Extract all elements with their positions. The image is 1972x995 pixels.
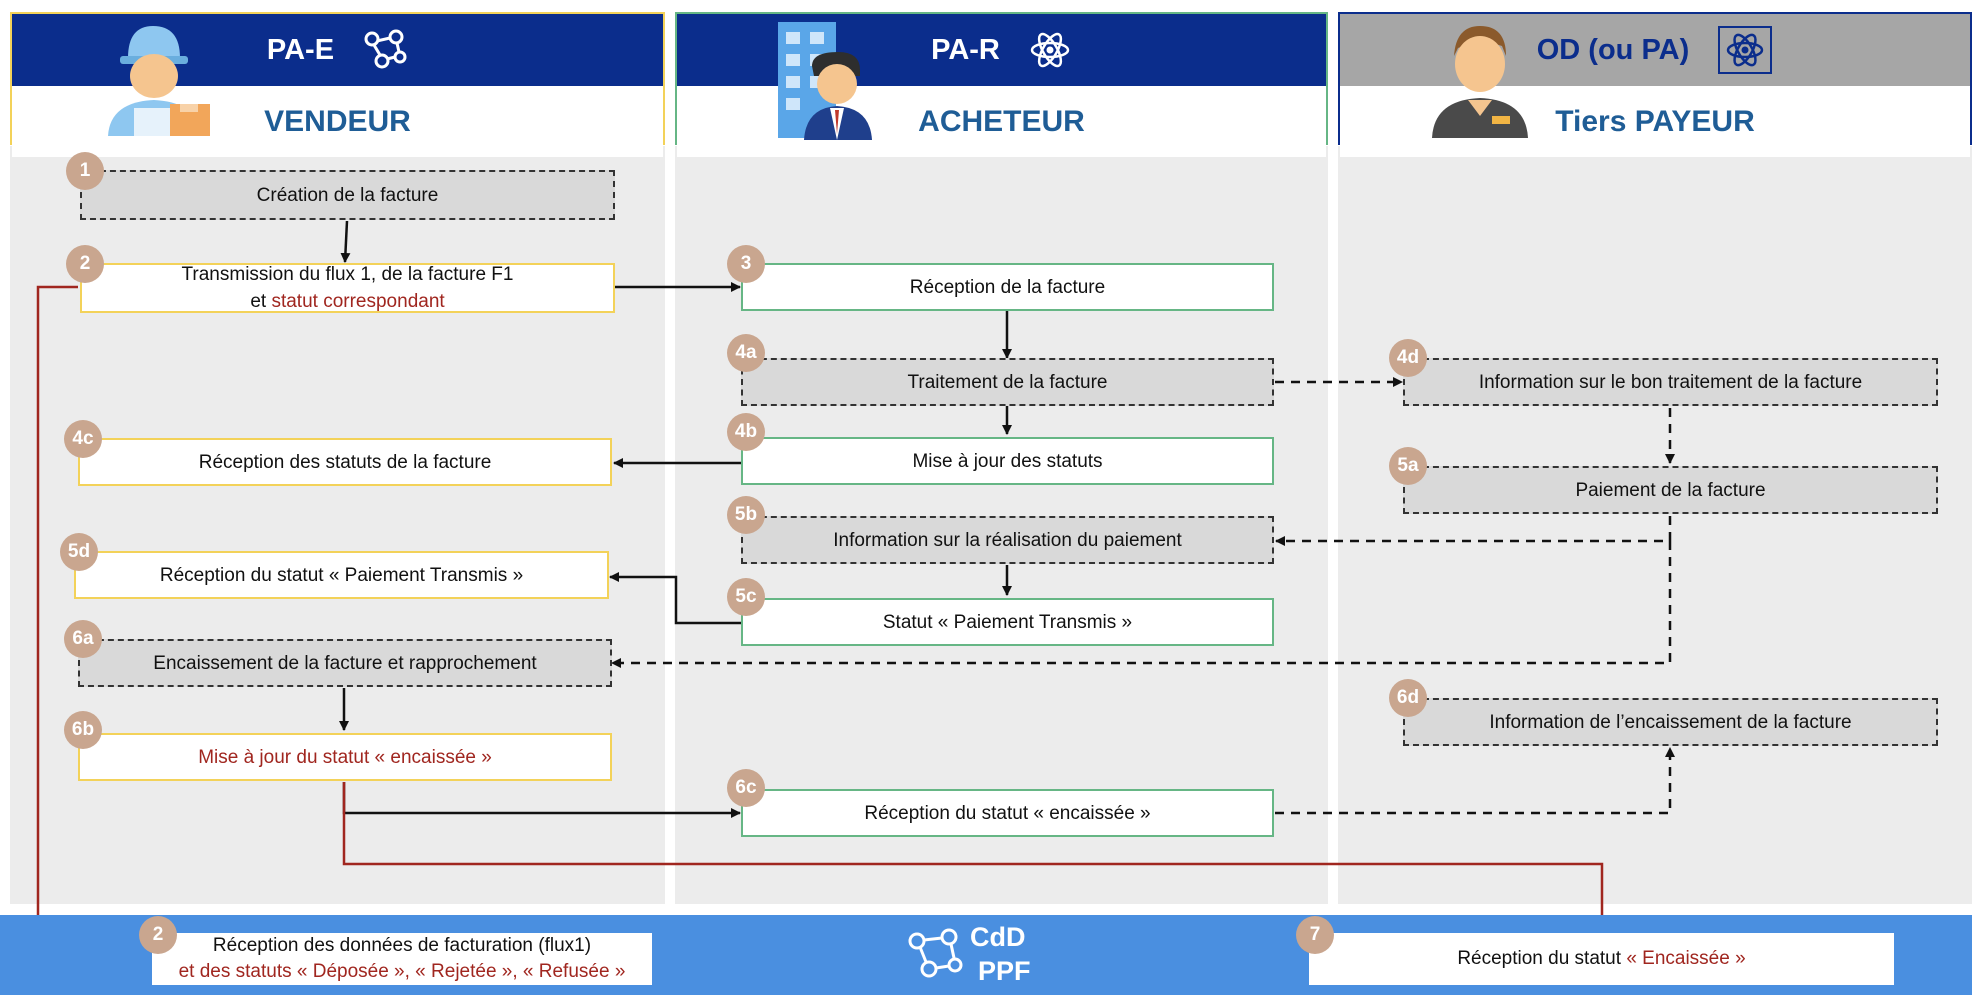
step-2-line2: et statut correspondant [250,288,444,315]
step-badge-4c: 4c [64,420,102,458]
step-6b-label: Mise à jour du statut « encaissée » [198,746,492,768]
arrow-6c-to-6d [1275,747,1675,815]
step-6d-label: Information de l’encaissement de la fact… [1489,711,1852,733]
step-badge-1: 1 [66,152,104,190]
step-3-box: Réception de la facture [741,263,1274,311]
step-4a-box: Traitement de la facture [741,358,1274,406]
footer-left-line2: et des statuts « Déposée », « Rejetée »,… [178,961,626,982]
step-badge-6b: 6b [64,711,102,749]
header-payeur-code: OD (ou PA) [1536,33,1690,66]
step-4d-label: Information sur le bon traitement de la … [1478,371,1863,393]
footer-right-box: Réception du statut « Encaissée » [1309,933,1894,985]
step-5b-box: Information sur la réalisation du paieme… [741,516,1274,564]
footer-left-box: Réception des données de facturation (fl… [152,933,652,985]
footer-center-label: CdD PPF [970,920,1040,988]
step-2-line2-prefix: et [250,291,272,312]
step-6c-label: Réception du statut « encaissée » [864,802,1151,824]
step-4c-box: Réception des statuts de la facture [78,438,612,486]
step-4b-label: Mise à jour des statuts [912,450,1103,472]
footer-right-text: Réception du statut « Encaissée » [1457,946,1745,972]
step-3-label: Réception de la facture [909,276,1106,298]
step-badge-6d: 6d [1389,679,1427,717]
step-2-line2-status: statut correspondant [271,291,445,312]
arrow-5a-to-6a [611,541,1672,668]
step-6a-box: Encaissement de la facture et rapprochem… [78,639,612,687]
step-badge-5a: 5a [1389,447,1427,485]
step-badge-4b: 4b [727,413,765,451]
arrow-6b-to-cdd-7 [342,782,1607,933]
step-1-label: Création de la facture [256,184,439,206]
step-badge-3: 3 [727,245,765,283]
step-badge-4d: 4d [1389,339,1427,377]
footer-right-text-status: « Encaissée » [1626,948,1746,969]
step-5d-box: Réception du statut « Paiement Transmis … [74,551,609,599]
atom-icon [1030,32,1070,68]
arrow-1-to-2 [340,220,351,263]
step-badge-6c: 6c [727,769,765,807]
step-badge-6a: 6a [64,620,102,658]
footer-center-line1: CdD [970,922,1026,952]
payer-avatar-icon [1432,26,1528,138]
arrow-2-to-cdd [36,285,151,963]
step-5b-label: Information sur la réalisation du paieme… [833,529,1182,551]
step-5a-box: Paiement de la facture [1403,466,1938,514]
arrow-5a-to-5b [1275,516,1672,546]
step-6c-box: Réception du statut « encaissée » [741,789,1274,837]
step-5a-label: Paiement de la facture [1575,479,1766,501]
step-badge-5d: 5d [60,533,98,571]
step-5c-label: Statut « Paiement Transmis » [882,611,1133,633]
column-payeur-bg [1338,146,1972,904]
footer-center-line2: PPF [978,956,1031,986]
step-2-box: Transmission du flux 1, de la facture F1… [80,263,615,313]
step-badge-2: 2 [66,245,104,283]
buyer-building-avatar-icon [778,22,872,140]
step-5c-box: Statut « Paiement Transmis » [741,598,1274,646]
step-4d-box: Information sur le bon traitement de la … [1403,358,1938,406]
step-4b-box: Mise à jour des statuts [741,437,1274,485]
footer-left-line1: Réception des données de facturation (fl… [212,935,592,956]
step-badge-5c: 5c [727,578,765,616]
step-badge-4a: 4a [727,334,765,372]
step-badge-5b: 5b [727,496,765,534]
step-6b-box: Mise à jour du statut « encaissée » [78,733,612,781]
step-2-line1: Transmission du flux 1, de la facture F1 [181,264,514,285]
arrow-5c-to-5d [609,572,741,625]
header-acheteur-code: PA-R [931,33,1000,66]
step-4c-label: Réception des statuts de la facture [198,451,492,473]
network-icon [364,29,407,69]
step-1-box: Création de la facture [80,170,615,220]
footer-badge-2: 2 [139,916,177,954]
arrow-6b-to-6c [342,782,741,818]
footer-badge-7: 7 [1296,916,1334,954]
step-6d-box: Information de l’encaissement de la fact… [1403,698,1938,746]
network-icon [908,928,963,978]
step-5d-label: Réception du statut « Paiement Transmis … [159,564,524,586]
atom-icon [1718,26,1773,74]
step-6a-label: Encaissement de la facture et rapprochem… [153,652,537,674]
header-vendeur-code: PA-E [266,33,335,66]
footer-right-text-prefix: Réception du statut [1457,948,1627,969]
seller-avatar-icon [108,26,210,136]
step-4a-label: Traitement de la facture [907,371,1108,393]
